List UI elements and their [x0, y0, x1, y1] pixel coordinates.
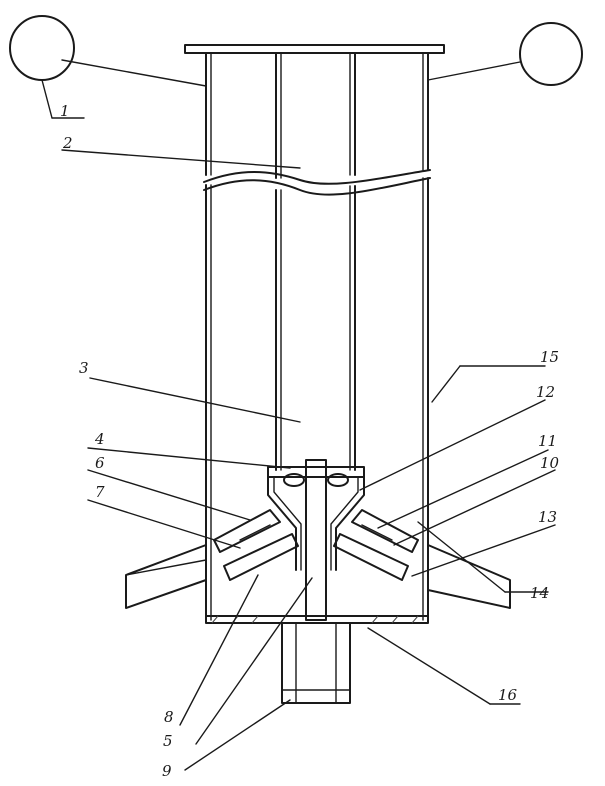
callout-1: 1 [60, 102, 70, 120]
callout-3: 3 [79, 359, 89, 377]
left-nozzles [213, 509, 299, 581]
callout-13: 13 [538, 508, 557, 526]
hub-assembly [267, 466, 365, 571]
central-shaft [305, 459, 327, 621]
break-lines [203, 169, 431, 196]
right-fin [427, 544, 511, 609]
top-flange [184, 44, 445, 54]
callout-2: 2 [62, 134, 73, 152]
inner-tube [275, 52, 356, 471]
left-fin [125, 544, 207, 609]
right-nozzles [333, 509, 419, 581]
left-balloon-circle [9, 15, 75, 81]
callout-11: 11 [538, 432, 557, 450]
callout-8: 8 [164, 708, 174, 726]
callout-15: 15 [540, 348, 559, 366]
callout-7: 7 [95, 483, 105, 501]
callout-9: 9 [162, 762, 172, 780]
leader-lines [41, 59, 556, 771]
callout-12: 12 [536, 383, 555, 401]
callout-16: 16 [498, 686, 518, 704]
lower-coupling [281, 622, 351, 704]
callout-6: 6 [95, 454, 105, 472]
outer-casing [205, 52, 429, 621]
callout-14: 14 [530, 584, 549, 602]
callout-4: 4 [94, 430, 105, 448]
callout-10: 10 [540, 454, 560, 472]
right-balloon-circle [519, 22, 583, 86]
callout-5: 5 [163, 732, 173, 750]
